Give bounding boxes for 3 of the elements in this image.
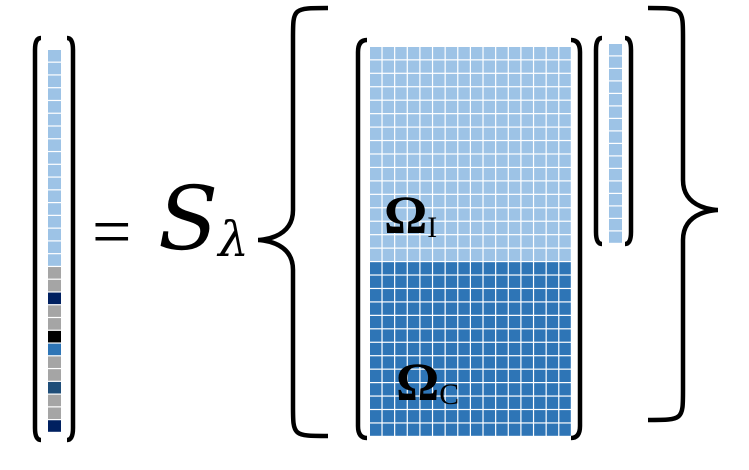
equals-sign: = xyxy=(92,198,132,268)
operator-symbol: S$_{λ}$ xyxy=(158,175,249,263)
region-label: Ω$_{I}$ xyxy=(384,188,438,242)
